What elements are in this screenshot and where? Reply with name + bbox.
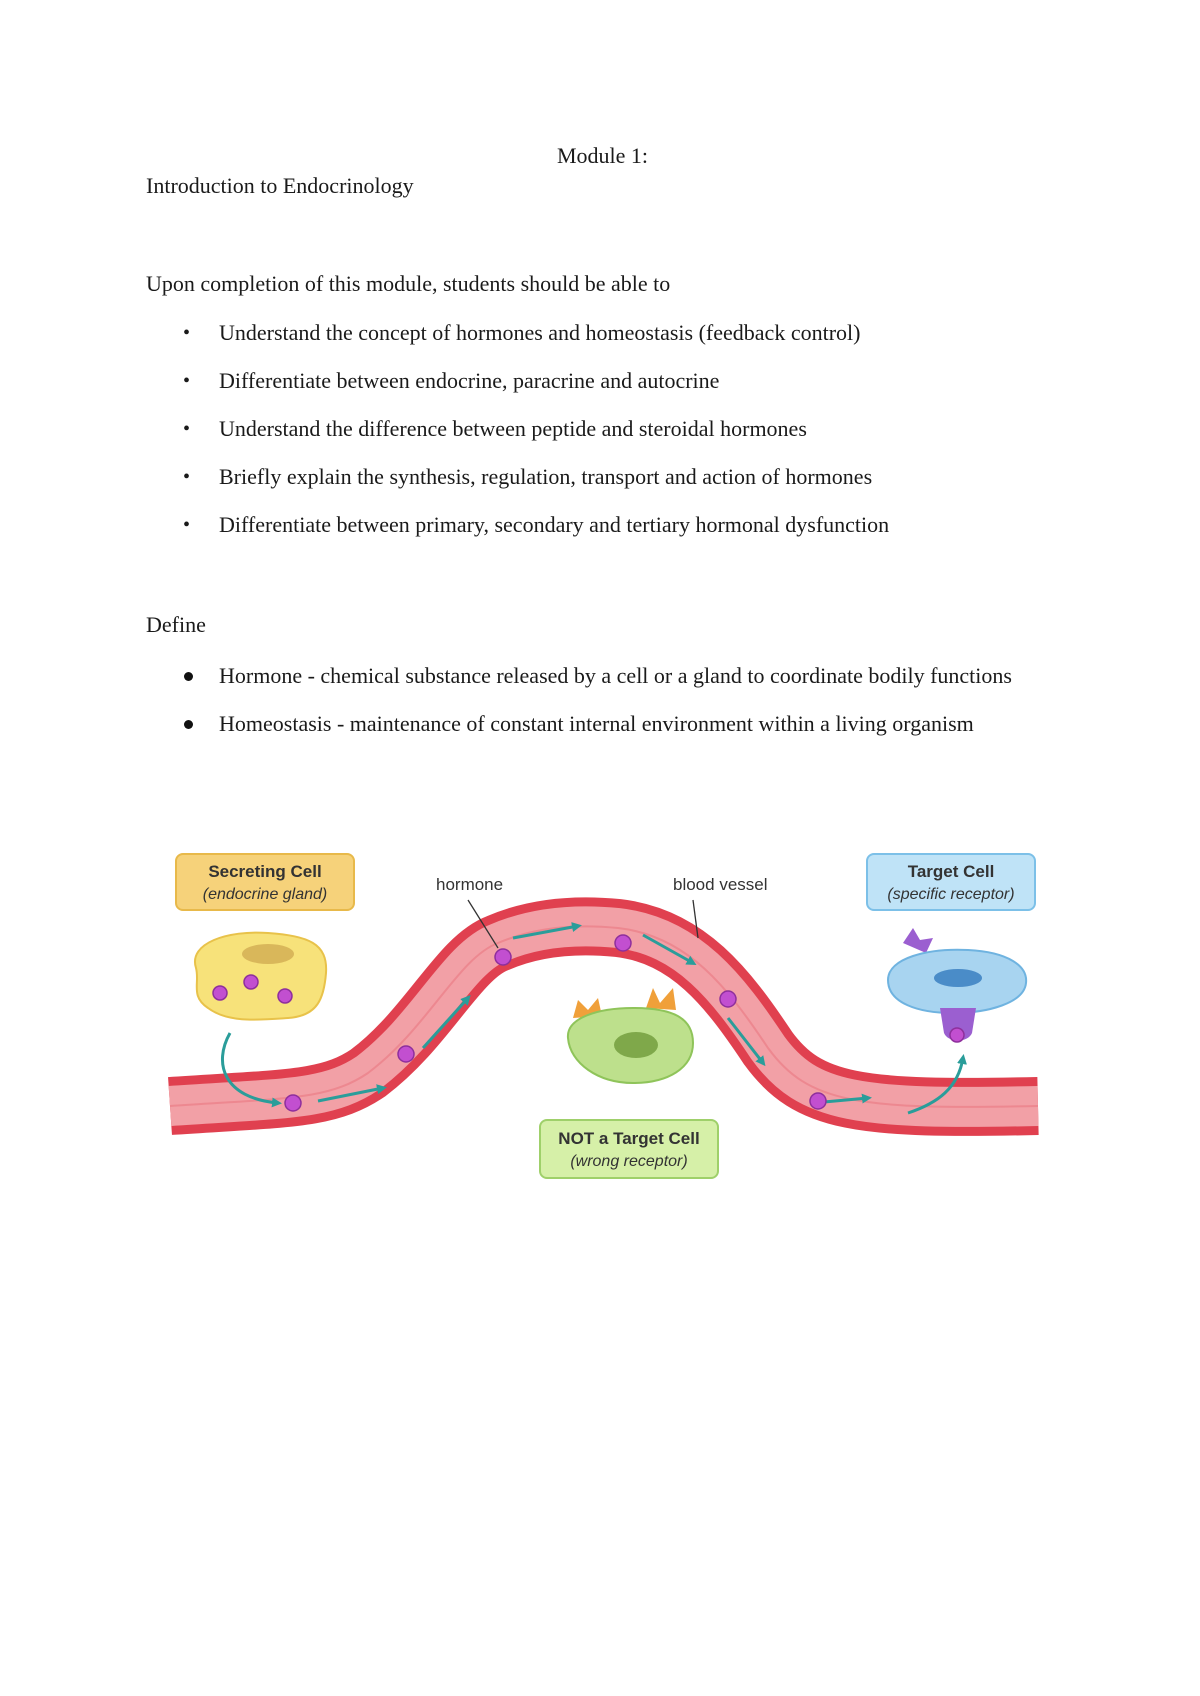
bullet-icon: • — [183, 418, 191, 440]
flow-arrows — [317, 922, 872, 1105]
bullet-dot-icon — [184, 720, 193, 729]
definitions-list: Hormone - chemical substance released by… — [146, 660, 1086, 756]
list-item: •Differentiate between endocrine, paracr… — [183, 368, 720, 393]
list-item: •Briefly explain the synthesis, regulati… — [183, 464, 873, 489]
bullet-icon: • — [183, 322, 191, 344]
binding-arrow — [907, 1054, 967, 1115]
target-cell-title: Target Cell — [908, 862, 995, 881]
module-title: Module 1: — [556, 143, 649, 168]
bullet-icon: • — [183, 514, 191, 536]
secreting-cell-subtitle: (endocrine gland) — [203, 886, 328, 903]
hormone-particles — [284, 934, 827, 1112]
vessel-pointer — [692, 899, 699, 939]
not-target-cell-title: NOT a Target Cell — [558, 1129, 699, 1148]
target-cell — [886, 928, 1028, 1043]
secreting-cell-title: Secreting Cell — [208, 862, 321, 881]
module-subtitle: Introduction to Endocrinology — [146, 173, 414, 198]
list-item: •Understand the difference between pepti… — [183, 416, 807, 441]
objectives-intro: Upon completion of this module, students… — [146, 271, 671, 296]
list-item: •Differentiate between primary, secondar… — [183, 512, 890, 537]
endocrine-signaling-diagram: Secreting Cell (endocrine gland) hormone… — [168, 848, 1043, 1193]
bullet-icon: • — [183, 466, 191, 488]
hormone-label: hormone — [436, 875, 503, 894]
list-item: •Understand the concept of hormones and … — [183, 320, 861, 345]
not-target-cell-label: NOT a Target Cell (wrong receptor) — [539, 1119, 719, 1179]
bullet-icon: • — [183, 370, 191, 392]
objectives-list: •Understand the concept of hormones and … — [146, 319, 1086, 559]
secretion-arrow — [221, 1032, 282, 1108]
definition-item: Hormone - chemical substance released by… — [146, 660, 1086, 692]
blood-vessel-label: blood vessel — [673, 875, 768, 894]
secreting-cell-label: Secreting Cell (endocrine gland) — [175, 853, 355, 911]
hormone-pointer — [467, 899, 499, 949]
target-cell-subtitle: (specific receptor) — [887, 886, 1014, 903]
secreting-cell — [193, 931, 328, 1021]
bullet-dot-icon — [184, 672, 193, 681]
target-cell-label: Target Cell (specific receptor) — [866, 853, 1036, 911]
define-heading: Define — [146, 612, 206, 637]
not-target-cell — [566, 988, 695, 1085]
not-target-cell-subtitle: (wrong receptor) — [570, 1153, 687, 1170]
definition-item: Homeostasis - maintenance of constant in… — [146, 708, 1086, 740]
